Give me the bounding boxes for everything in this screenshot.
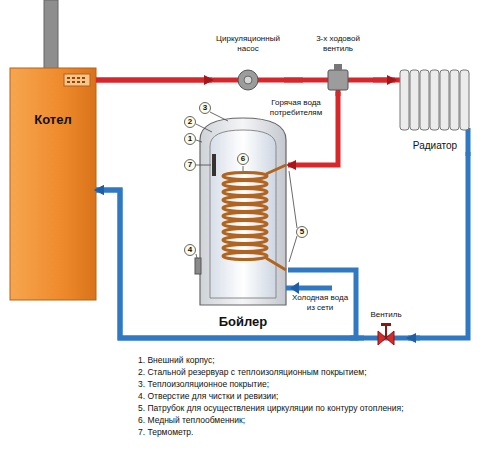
node-label: 3-х ходовой вентиль — [303, 34, 373, 53]
hot-pipe — [373, 78, 395, 83]
return-pipe — [96, 190, 364, 338]
cleaning-hole — [195, 258, 201, 274]
pump-hub — [244, 76, 252, 84]
callout-number: 1 — [184, 133, 196, 145]
shutoff-valve-node: Вентиль — [364, 310, 408, 348]
chimney — [44, 0, 58, 70]
parts-list-item: 2. Стальной резервуар с теплоизоляционны… — [138, 366, 404, 378]
return-pipe — [96, 190, 356, 338]
control-panel — [64, 74, 90, 86]
copper-coil — [223, 165, 286, 270]
parts-list-item: 3. Теплоизоляционное покрытие; — [138, 378, 404, 390]
callout-number: 7 — [184, 159, 196, 171]
node-label: Бойлер — [219, 314, 268, 330]
node-label: Котел — [34, 112, 71, 128]
leader-lines — [196, 112, 297, 262]
boiler-body — [10, 68, 96, 300]
tank-shell — [200, 118, 286, 305]
callout-number: 4 — [184, 244, 196, 256]
valve-head — [334, 64, 342, 70]
callout-number: 2 — [184, 116, 196, 128]
parts-list: 1. Внешний корпус;2. Стальной резервуар … — [138, 354, 404, 438]
radiator-fins — [400, 70, 469, 130]
valve-stem — [385, 326, 387, 338]
boiler-box: Котел — [10, 68, 96, 300]
tank-node: Бойлер — [198, 118, 288, 330]
pump-node: Циркуляционный насос — [212, 34, 284, 92]
parts-list-item: 1. Внешний корпус; — [138, 354, 404, 366]
radiator-node: Радиатор — [395, 66, 475, 152]
parts-list-item: 7. Термометр. — [138, 426, 404, 438]
hot-pipe — [284, 78, 303, 83]
parts-list-item: 6. Медный теплообменник; — [138, 414, 404, 426]
pipe-note: Холодная вода из сети — [289, 293, 351, 313]
node-label: Циркуляционный насос — [212, 34, 284, 53]
tank-reservoir — [210, 130, 276, 298]
parts-list-item: 4. Отверстие для чистки и ревизии; — [138, 390, 404, 402]
parts-list-item: 5. Патрубок для осуществления циркуляции… — [138, 402, 404, 414]
callout-number: 6 — [237, 153, 249, 165]
pipe-note: Горячая вода потребителям — [260, 98, 332, 118]
panel-dots — [67, 77, 85, 83]
valve-handle — [381, 323, 391, 326]
node-label: Вентиль — [370, 310, 401, 320]
three-way-valve-symbol — [328, 70, 348, 90]
thermometer — [212, 154, 216, 176]
three-way-valve-node: 3-х ходовой вентиль — [303, 34, 373, 92]
return-pipe — [466, 128, 471, 156]
node-label: Радиатор — [413, 140, 457, 152]
return-pipe — [408, 152, 468, 338]
cold-water-arrow — [290, 282, 299, 294]
callout-number: 5 — [296, 226, 308, 238]
hot-pipe — [96, 78, 212, 83]
callout-number: 3 — [199, 102, 211, 114]
pump-symbol — [238, 70, 258, 90]
